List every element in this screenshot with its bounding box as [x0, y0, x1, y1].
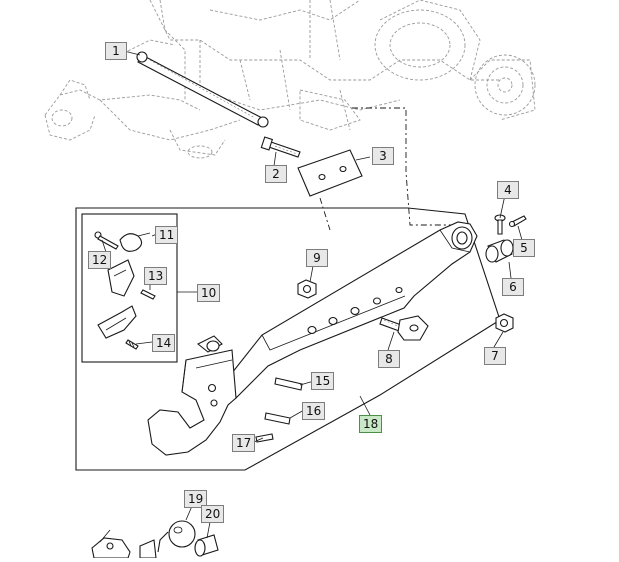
- callout-4[interactable]: 4: [497, 181, 519, 199]
- part-17-pin: [255, 433, 274, 443]
- part-15-pin: [274, 377, 303, 391]
- leader-lines: [101, 49, 523, 539]
- callout-15[interactable]: 15: [311, 372, 335, 390]
- part-1-top-link: [136, 51, 269, 128]
- callout-9[interactable]: 9: [306, 249, 328, 267]
- part-6-bushing: [485, 239, 514, 263]
- part-7-nut: [495, 313, 514, 333]
- latch-kit-sub-box: [81, 213, 178, 363]
- callout-12[interactable]: 12: [88, 251, 112, 269]
- callout-20[interactable]: 20: [201, 505, 225, 523]
- callout-5[interactable]: 5: [513, 239, 535, 257]
- callout-13[interactable]: 13: [144, 267, 168, 285]
- callout-14[interactable]: 14: [152, 334, 176, 352]
- part-8-eye-bolt: [379, 315, 429, 341]
- callout-10[interactable]: 10: [197, 284, 221, 302]
- callout-1[interactable]: 1: [105, 42, 127, 60]
- part-2-bolt: [260, 136, 301, 158]
- assembly-path-plate: [319, 197, 331, 231]
- tractor-rear-axle-background: [44, 0, 536, 159]
- lower-link-hook: [147, 335, 237, 456]
- callout-2[interactable]: 2: [265, 165, 287, 183]
- callout-7[interactable]: 7: [484, 347, 506, 365]
- part-5-pin: [508, 215, 527, 228]
- part-19-ball: [157, 520, 196, 553]
- latch-body: [107, 259, 135, 297]
- latch-lever: [97, 305, 137, 339]
- callout-19[interactable]: 19: [184, 490, 208, 508]
- part-13-spring-pin: [140, 289, 156, 300]
- callout-17[interactable]: 17: [232, 434, 256, 452]
- part-9-nut: [297, 279, 317, 299]
- callout-18[interactable]: 18: [359, 415, 383, 433]
- callout-8[interactable]: 8: [378, 350, 400, 368]
- part-11-clip: [119, 232, 151, 252]
- callout-3[interactable]: 3: [372, 147, 394, 165]
- part-14-spring: [125, 339, 139, 350]
- assembly-path-upper: [352, 107, 455, 226]
- part-20-bushing: [194, 534, 219, 557]
- callout-11[interactable]: 11: [155, 226, 179, 244]
- part-3-plate: [297, 149, 363, 197]
- callout-16[interactable]: 16: [302, 402, 326, 420]
- part-16-pin: [264, 412, 291, 425]
- lower-hook-partial: [91, 529, 157, 559]
- callout-6[interactable]: 6: [502, 278, 524, 296]
- assembly-boundary-box: [75, 207, 501, 471]
- lower-link-arm: [227, 221, 478, 399]
- part-12-pin: [94, 231, 119, 250]
